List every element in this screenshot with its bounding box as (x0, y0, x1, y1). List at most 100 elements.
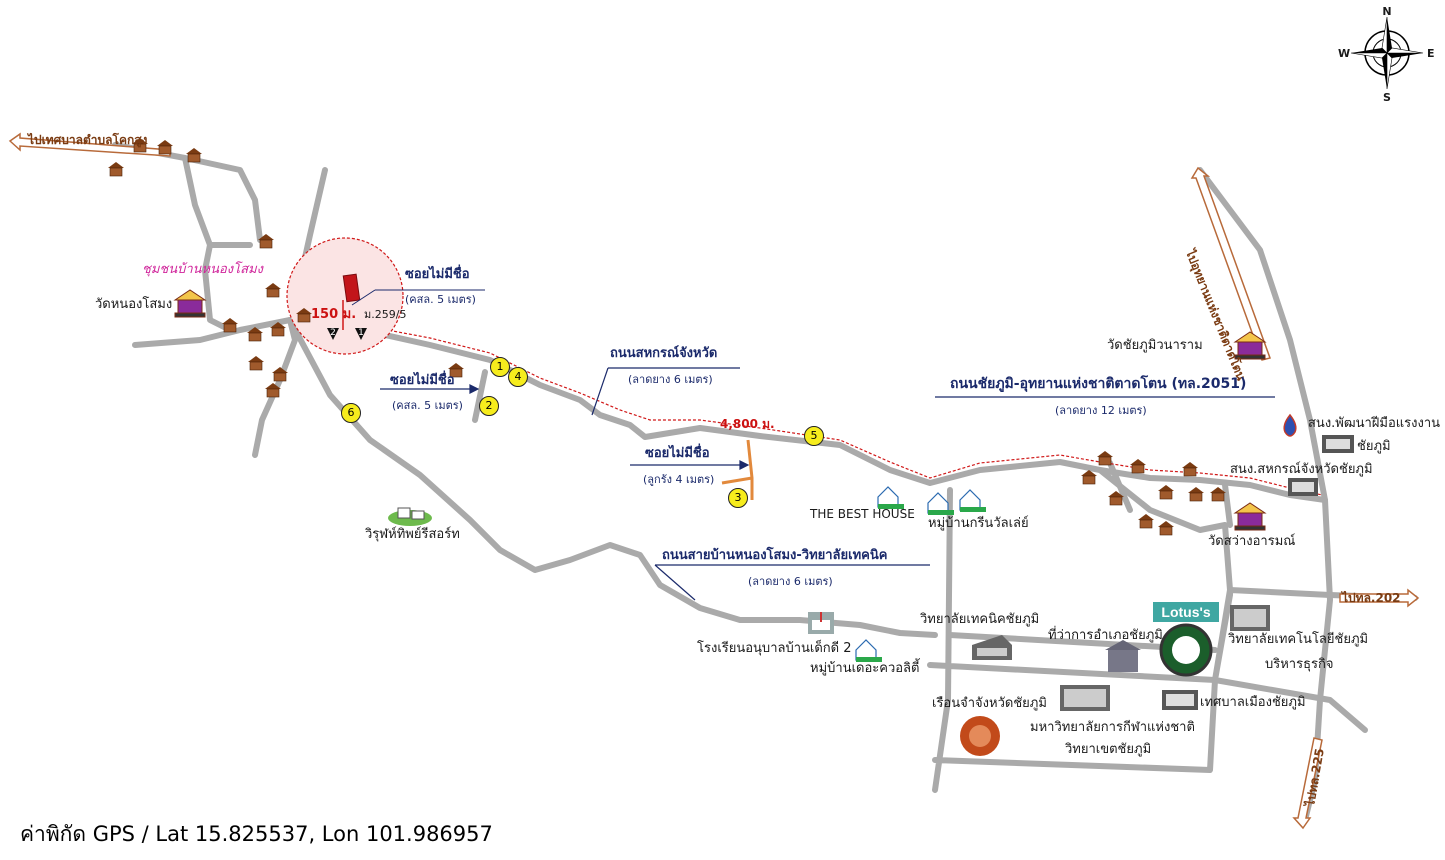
house-icon (248, 356, 264, 371)
marker-6[interactable]: 6 (341, 403, 361, 423)
compass-rose (1350, 16, 1424, 90)
house-icon (1108, 491, 1124, 506)
pin-2-number: 2 (330, 328, 336, 338)
road-coop-branch-2 (1107, 460, 1233, 528)
distance-150-label: 150 ม. (311, 307, 357, 322)
lotus-logo: Lotus's (1153, 602, 1219, 622)
temple-icon (173, 289, 207, 318)
house-number-label: ม.259/5 (364, 308, 407, 321)
district-office-label: ที่ว่าการอำเภอชัยภูมิ (1048, 628, 1163, 643)
tech-business-label-2: บริหารธุรกิจ (1265, 657, 1334, 672)
temple-icons (173, 289, 1267, 531)
arrow-ne (1190, 166, 1271, 361)
marker-2[interactable]: 2 (479, 396, 499, 416)
house-icon (1097, 451, 1113, 466)
marker-1[interactable]: 1 (490, 357, 510, 377)
marker-3[interactable]: 3 (728, 488, 748, 508)
house-icon (296, 308, 312, 323)
gps-coordinates: ค่าพิกัด GPS / Lat 15.825537, Lon 101.98… (20, 822, 493, 846)
pin-1-number: 1 (358, 328, 364, 338)
village-icon (877, 486, 904, 509)
soi-3-sub: (ลูกรัง 4 เมตร) (643, 473, 715, 486)
road-sahakorn-label: ถนนสหกรณ์จังหวัด (610, 346, 718, 361)
compass-w: W (1338, 47, 1351, 60)
pin-1[interactable]: 1 (354, 327, 368, 341)
arrow-east (1339, 588, 1420, 608)
tech-business-icon (1230, 605, 1270, 631)
resort-label: วิรุฬห์ทิพย์รีสอร์ท (365, 527, 460, 542)
house-icon (1130, 459, 1146, 474)
college-building-icon (972, 635, 1012, 660)
pin-1-shape (355, 328, 367, 340)
house-icon (132, 138, 148, 153)
location-radius (286, 237, 404, 355)
temple-icon (1233, 331, 1267, 360)
office-building-icon (1322, 435, 1354, 453)
road-2051-sub: (ลาดยาง 12 เมตร) (1055, 404, 1147, 417)
compass-n: N (1382, 5, 1392, 18)
house-icon (1182, 462, 1198, 477)
flame-icon (1283, 413, 1297, 437)
house-icon (1081, 470, 1097, 485)
pin-2[interactable]: 2 (326, 327, 340, 341)
building-icons (808, 435, 1354, 711)
wat-chaiyaphum-label: วัดชัยภูมิวนาราม (1107, 338, 1203, 353)
dir-nw-label: ไปเทศบาลตำบลโคกสูง (28, 133, 148, 147)
prison-emblem-inner (969, 725, 991, 747)
road-west-loop (182, 155, 253, 333)
tech-college-label: วิทยาลัยเทคนิคชัยภูมิ (920, 612, 1040, 627)
municipality-label: เทศบาลเมืองชัยภูมิ (1200, 695, 1306, 710)
village-icon (959, 489, 986, 512)
road-to-tech-college (287, 317, 938, 638)
dir-east-label: ไปทล.202 (1342, 591, 1401, 605)
distance-4800-label: 4,800 ม. (720, 417, 775, 431)
house-icon (157, 140, 173, 155)
house-icon (272, 367, 288, 382)
marker-5[interactable]: 5 (804, 426, 824, 446)
sports-univ-label: มหาวิทยาลัยการกีฬาแห่งชาติ (1030, 720, 1195, 735)
compass-e: E (1427, 47, 1435, 60)
pointer-line (351, 289, 376, 306)
coop-office-label: สนง.สหกรณ์จังหวัดชัยภูมิ (1230, 462, 1373, 477)
coop-building-icon (1288, 478, 1318, 496)
house-icon (1138, 514, 1154, 529)
prison-label: เรือนจำจังหวัดชัยภูมิ (932, 696, 1047, 711)
soi-1-sub: (คสล. 5 เมตร) (405, 293, 476, 306)
road-soi-2 (472, 369, 488, 423)
temple-icon (1233, 502, 1267, 531)
house-icon (1188, 487, 1204, 502)
property-marker[interactable] (342, 273, 361, 303)
soi-1-label: ซอยไม่มีชื่อ (405, 267, 470, 282)
road-tech-label: ถนนสายบ้านหนองโสมง-วิทยาลัยเทคนิค (662, 548, 888, 563)
province-hall-emblem-inner (1172, 636, 1200, 664)
road-2051-label: ถนนชัยภูมิ-อุทยานแห่งชาติตาดโตน (ทล.2051… (950, 376, 1247, 392)
village-icons (855, 486, 986, 662)
quality-village-label: หมู่บ้านเดอะควอลิตี้ (810, 661, 920, 676)
road-soi-3 (721, 439, 754, 500)
village-icon (927, 492, 954, 515)
arrow-south (1292, 737, 1323, 830)
village-icon (855, 639, 882, 662)
skill-dev-label: สนง.พัฒนาฝีมือแรงงาน (1308, 416, 1441, 431)
road-tech-sub: (ลาดยาง 6 เมตร) (748, 575, 833, 588)
wat-nongsamong-label: วัดหนองโสมง (95, 297, 173, 312)
road-sahakorn-sub: (ลาดยาง 6 เมตร) (628, 373, 713, 386)
house-icon (1158, 485, 1174, 500)
house-icon (108, 162, 124, 177)
marker-4[interactable]: 4 (508, 367, 528, 387)
house-icon (448, 363, 464, 378)
kindergarten-icon (808, 612, 834, 634)
house-icon (1158, 521, 1174, 536)
callout-lines (380, 367, 1275, 601)
house-icon (1210, 487, 1226, 502)
community-label: ชุมชนบ้านหนองโสมง (142, 262, 263, 277)
municipality-icon (1162, 690, 1198, 710)
road-coop-branch (1097, 467, 1233, 593)
house-icon (265, 283, 281, 298)
resort-icon (388, 507, 432, 526)
compass-s: S (1383, 91, 1391, 104)
house-icon (258, 234, 274, 249)
district-office-icon (1105, 640, 1141, 672)
best-house-label: THE BEST HOUSE (810, 507, 915, 521)
